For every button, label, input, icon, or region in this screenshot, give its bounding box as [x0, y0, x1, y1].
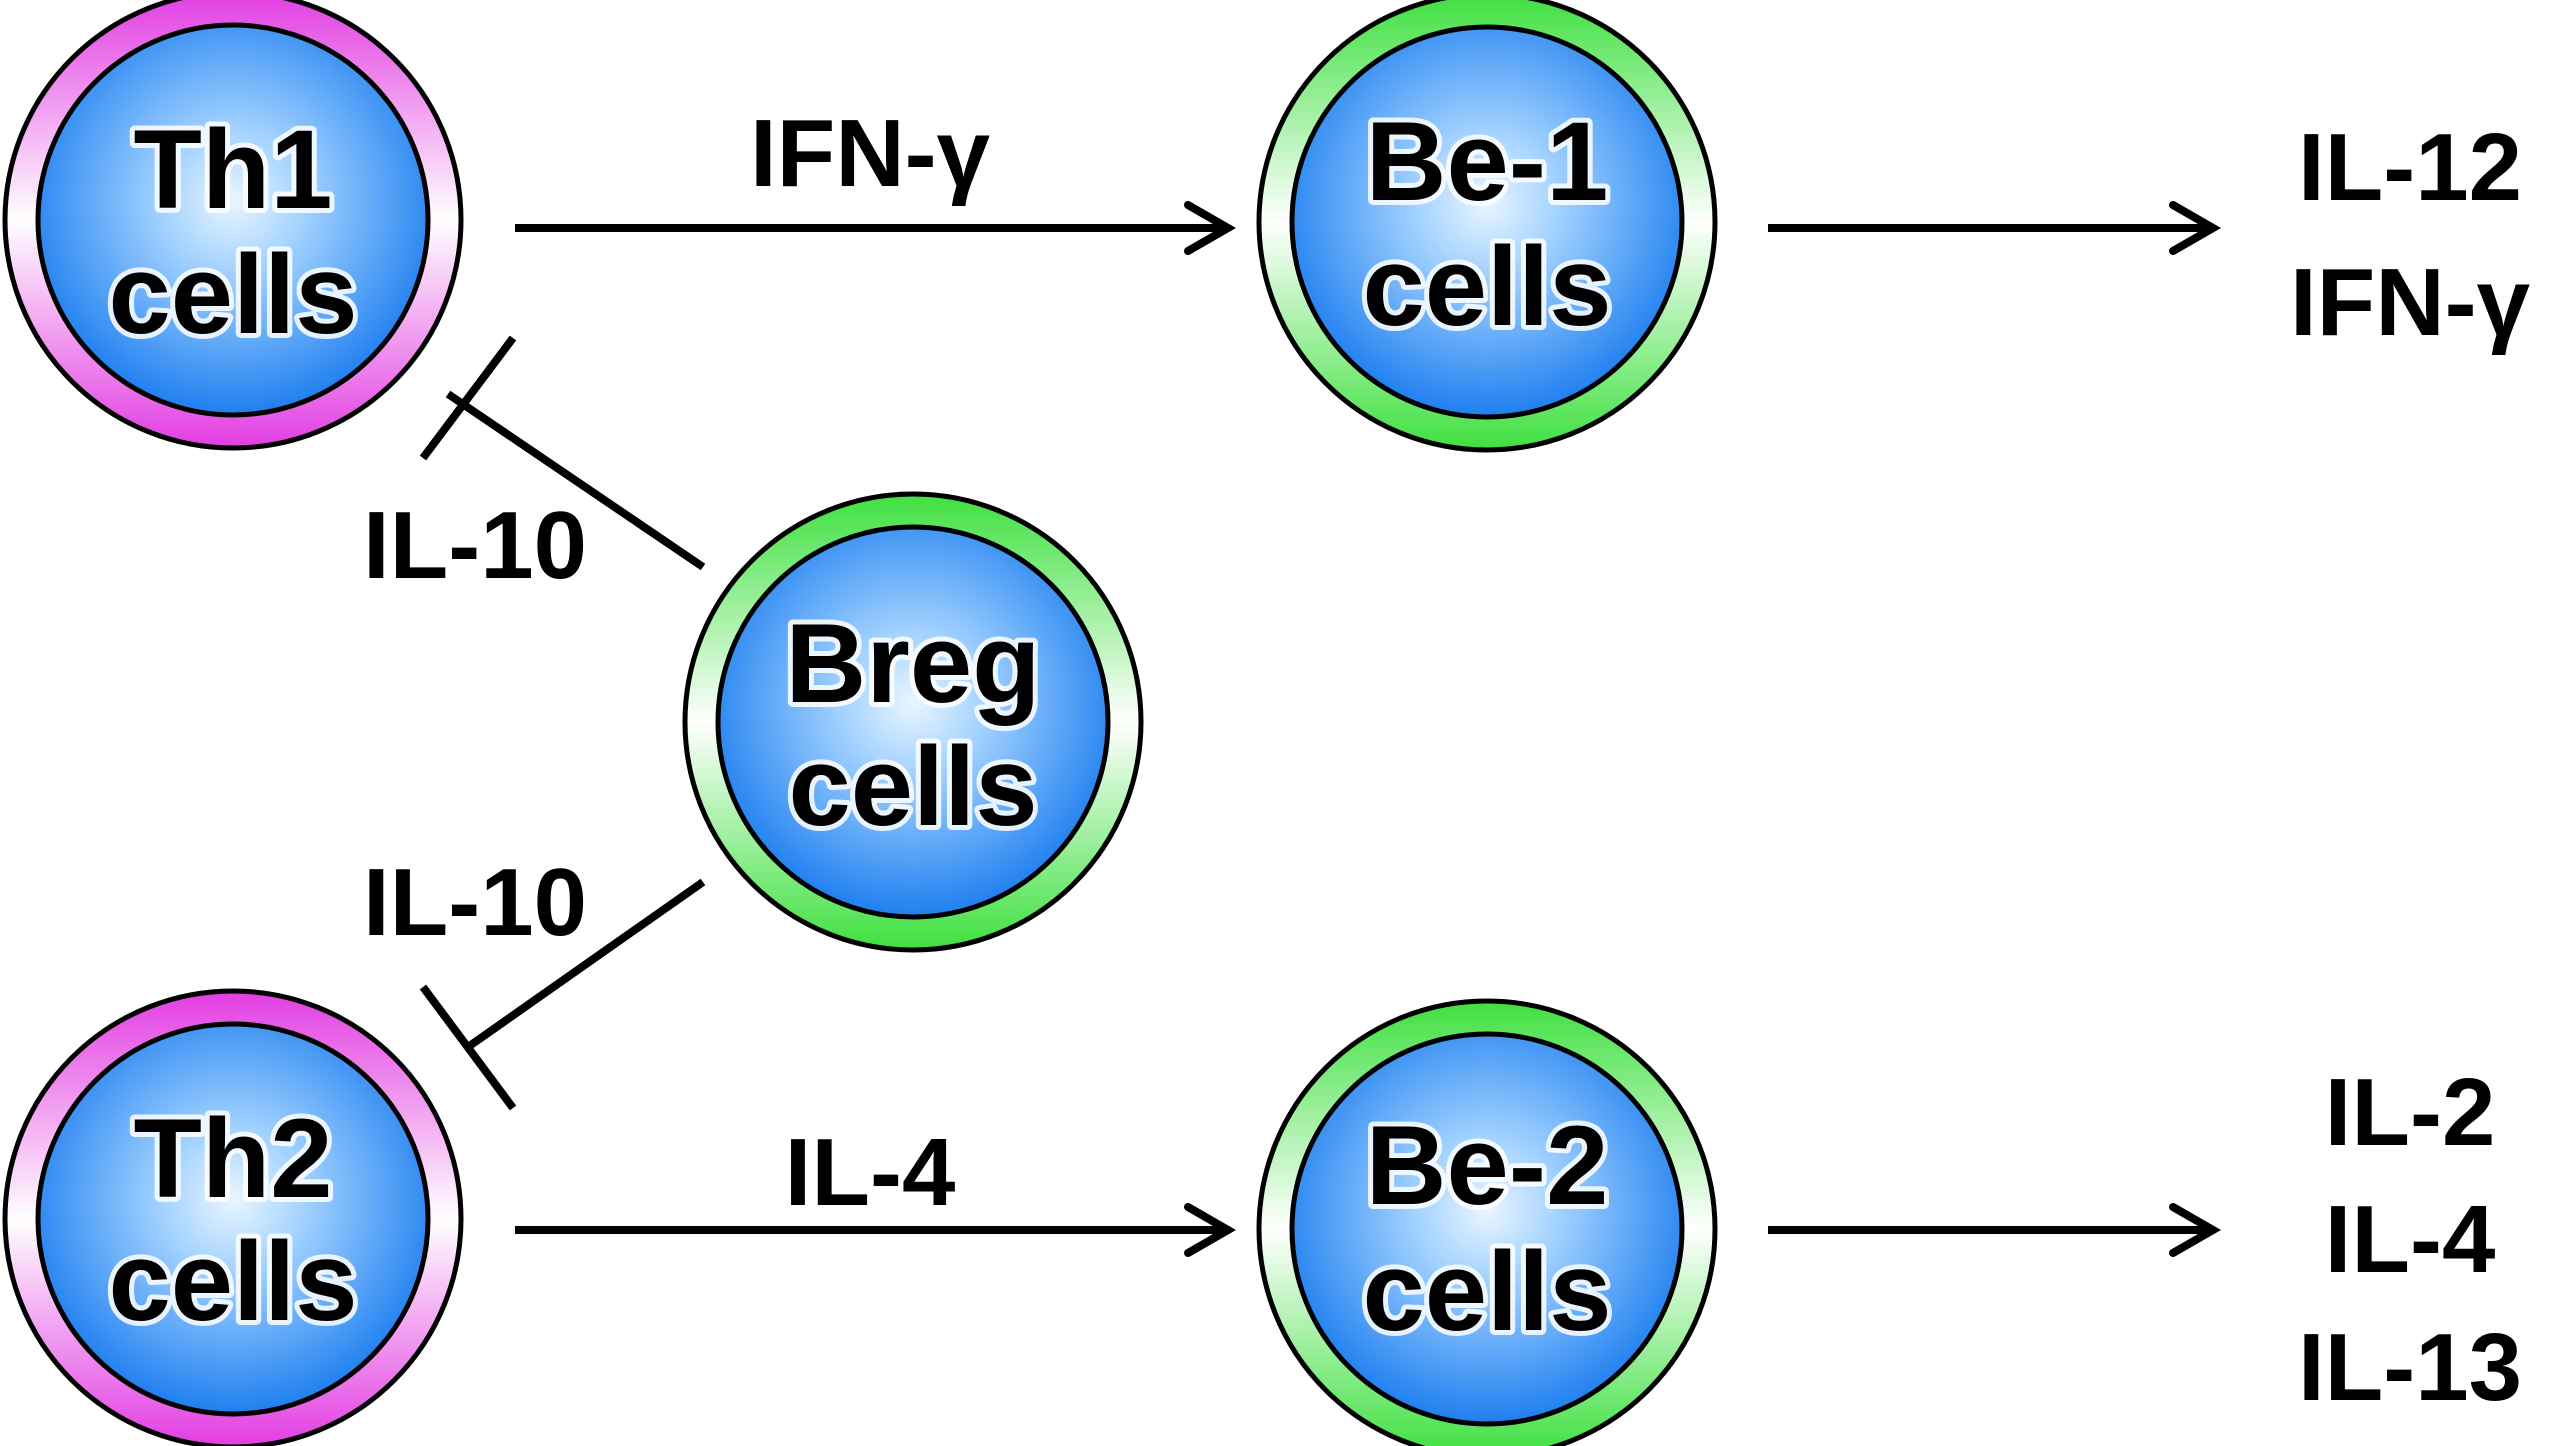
arrowhead-icon — [1184, 201, 1237, 255]
arrowhead-icon — [2169, 201, 2222, 255]
svg-text:Th1: Th1 — [133, 107, 332, 232]
cell-nucleus — [1289, 1031, 1685, 1427]
cell-label-line2: cells — [788, 724, 1037, 849]
cell-label-line1: Be-1 — [1366, 99, 1609, 224]
edge-be1-output — [1768, 201, 2222, 255]
cell-th2: Th2 Th2 cells cells — [2, 988, 464, 1446]
cell-nucleus — [35, 22, 431, 418]
output-cytokine: IL-12 — [2298, 114, 2522, 221]
cell-breg: Breg Breg cells cells — [682, 491, 1144, 953]
svg-text:Be-1: Be-1 — [1366, 99, 1609, 224]
inhibition-bar-icon — [419, 335, 517, 461]
svg-text:Th2: Th2 — [133, 1096, 332, 1221]
cell-be1: Be-1 Be-1 cells cells — [1256, 0, 1718, 453]
cell-label-line2: cells — [108, 232, 357, 357]
edge-label-il10-top: IL-10 — [363, 492, 587, 599]
edge-label-il4: IL-4 — [785, 1119, 956, 1226]
cell-be2: Be-2 Be-2 cells cells — [1256, 998, 1718, 1446]
cell-label-line1: Th2 — [133, 1096, 332, 1221]
cell-th1: Th1 Th1 cells cells — [2, 0, 464, 451]
svg-text:Be-2: Be-2 — [1366, 1103, 1609, 1228]
edge-be2-output — [1768, 1203, 2222, 1257]
outputs-be1: IL-12 IFN-γ — [2290, 114, 2531, 356]
cell-nucleus — [715, 524, 1111, 920]
edge-label-il10-bottom: IL-10 — [363, 849, 587, 956]
cell-label-line1: Breg — [785, 601, 1040, 726]
edge-label-ifn-gamma: IFN-γ — [750, 100, 991, 207]
cell-nucleus — [1289, 24, 1685, 420]
cell-label-line1: Th1 — [133, 107, 332, 232]
svg-text:cells: cells — [108, 232, 357, 357]
svg-text:cells: cells — [1362, 1229, 1611, 1354]
outputs-be2: IL-2 IL-4 IL-13 — [2298, 1059, 2522, 1421]
output-cytokine: IFN-γ — [2290, 249, 2531, 356]
output-cytokine: IL-4 — [2325, 1186, 2496, 1293]
edge-breg-inhibits-th2: IL-10 — [363, 849, 706, 1111]
inhibition-line — [465, 878, 706, 1051]
output-cytokine: IL-2 — [2325, 1059, 2496, 1166]
cell-label-line1: Be-2 — [1366, 1103, 1609, 1228]
cell-label-line2: cells — [108, 1219, 357, 1344]
cell-label-line2: cells — [1362, 1229, 1611, 1354]
edge-breg-inhibits-th1: IL-10 — [363, 335, 706, 599]
edge-th2-to-be2: IL-4 — [515, 1119, 1237, 1257]
svg-text:cells: cells — [108, 1219, 357, 1344]
arrowhead-icon — [1184, 1203, 1237, 1257]
svg-text:cells: cells — [788, 724, 1037, 849]
arrowhead-icon — [2169, 1203, 2222, 1257]
inhibition-line — [445, 390, 706, 571]
svg-text:cells: cells — [1362, 224, 1611, 349]
edge-th1-to-be1: IFN-γ — [515, 100, 1237, 255]
svg-text:Breg: Breg — [785, 601, 1040, 726]
output-cytokine: IL-13 — [2298, 1314, 2522, 1421]
cell-nucleus — [35, 1021, 431, 1417]
cell-label-line2: cells — [1362, 224, 1611, 349]
inhibition-bar-icon — [419, 984, 517, 1111]
